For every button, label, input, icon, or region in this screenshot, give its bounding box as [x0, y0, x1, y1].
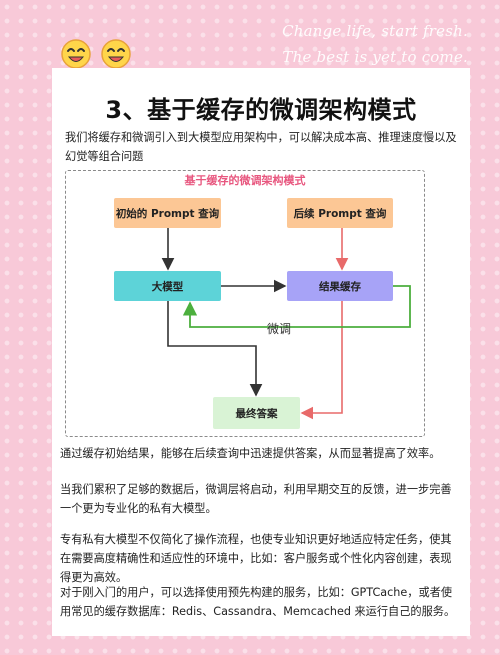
initial-query-box: 初始的 Prompt 查询: [114, 198, 221, 228]
motto: Change life, start fresh. The best is ye…: [282, 18, 468, 70]
smiley-face-icon: [60, 39, 91, 77]
motto-line-2: The best is yet to come.: [282, 48, 468, 66]
diagram-frame: [65, 170, 425, 437]
paragraph-2: 当我们累积了足够的数据后，微调层将启动，利用早期交互的反馈，进一步完善一个更为专…: [60, 483, 452, 515]
content-card: 3、基于缓存的微调架构模式 我们将缓存和微调引入到大模型应用架构中，可以解决成本…: [52, 68, 470, 636]
arrow-llm-to-final: [167, 301, 263, 397]
page-title: 3、基于缓存的微调架构模式: [105, 96, 417, 124]
arrow-cache-to-final: [300, 301, 343, 420]
llm-box: 大模型: [114, 271, 221, 301]
smiley-face-icon: [98, 39, 131, 77]
finetune-label: 微调: [267, 322, 292, 336]
paragraph-1: 通过缓存初始结果，能够在后续查询中迅速提供答案，从而显著提高了效率。: [60, 447, 441, 460]
paragraph-4: 对于刚入门的用户，可以选择使用预先构建的服务，比如：GPTCache，或者使用常…: [60, 586, 456, 618]
final-answer-box: 最终答案: [213, 397, 300, 429]
smiley-decoration: [60, 39, 131, 77]
cache-box: 结果缓存: [287, 271, 393, 301]
arrow-finetune-loop: [182, 285, 411, 328]
diagram-arrows: [161, 228, 411, 420]
intro-paragraph: 我们将缓存和微调引入到大模型应用架构中，可以解决成本高、推理速度慢以及幻觉等组合…: [65, 131, 457, 163]
paragraph-3: 专有私有大模型不仅简化了操作流程，也使专业知识更好地适应特定任务，使其在需要高度…: [60, 533, 452, 584]
architecture-diagram: 基于缓存的微调架构模式 初始的 Prompt 查询 后续 Prompt 查询 大…: [65, 170, 425, 440]
motto-line-1: Change life, start fresh.: [282, 22, 468, 40]
followup-query-box: 后续 Prompt 查询: [287, 198, 393, 228]
diagram-title: 基于缓存的微调架构模式: [184, 174, 306, 187]
